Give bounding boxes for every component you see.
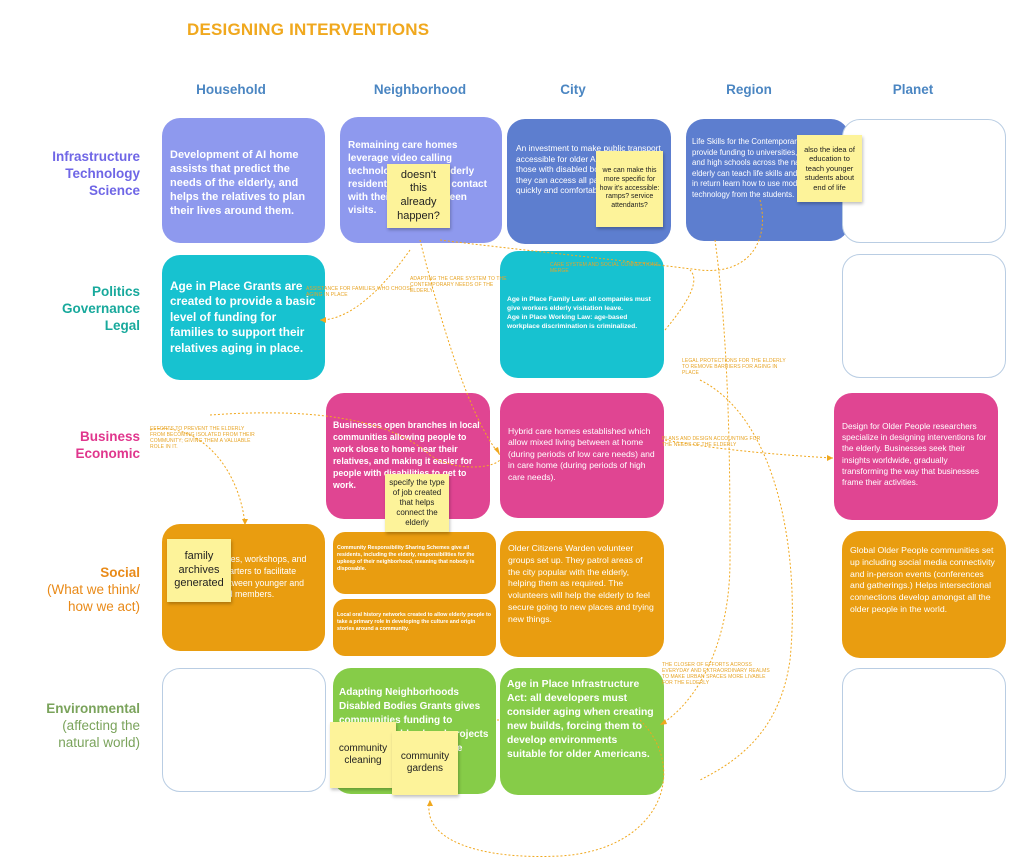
annotation-prevent-isolation: EFFORTS TO PREVENT THE ELDERLY FROM BECO… <box>150 426 255 450</box>
row-header-environmental-subtitle: (affecting the natural world) <box>58 718 140 750</box>
connector-bottom-loop <box>428 719 665 857</box>
annotation-plans-design: PLANS AND DESIGN ACCOUNTING FOR THE NEED… <box>662 436 761 448</box>
column-header-region: Region <box>726 82 772 97</box>
sticky-note-family-archives[interactable]: family archives generated <box>167 539 231 602</box>
card-politics-planet-empty <box>842 254 1006 378</box>
card-social-neighborhood-1[interactable]: Community Responsibility Sharing Schemes… <box>333 532 496 594</box>
card-business-city[interactable]: Hybrid care homes established which allo… <box>500 393 664 518</box>
connector-to-social-household <box>149 428 246 526</box>
card-politics-city[interactable]: Age in Place Family Law: all companies m… <box>500 251 664 378</box>
connector-business-row <box>209 412 501 468</box>
column-header-planet: Planet <box>892 82 934 97</box>
row-header-environmental: Environmental (affecting the natural wor… <box>0 700 140 751</box>
annotation-legal-protections: LEGAL PROTECTIONS FOR THE ELDERLY TO REM… <box>682 358 786 376</box>
row-header-social-subtitle: (What we think/ how we act) <box>46 582 140 614</box>
connector-business-city-to-planet <box>664 439 834 459</box>
connector-infra-to-politics-household <box>319 249 411 321</box>
row-header-business: Business Economic <box>75 429 140 461</box>
card-social-planet[interactable]: Global Older People communities set up i… <box>842 531 1006 658</box>
column-header-neighborhood: Neighborhood <box>373 82 467 97</box>
card-social-neighborhood-2[interactable]: Local oral history networks created to a… <box>333 599 496 656</box>
annotation-adapting-care-system: ADAPTING THE CARE SYSTEM TO THE CONTEMPO… <box>410 276 507 294</box>
card-business-planet[interactable]: Design for Older People researchers spec… <box>834 393 998 520</box>
annotation-assistance-families: ASSISTANCE FOR FAMILIES WHO CHOOSE AGING… <box>306 286 414 298</box>
column-header-city: City <box>560 82 586 97</box>
annotation-care-social-merge: CARE SYSTEM AND SOCIAL CONNECTIONS MERGE <box>550 262 659 274</box>
column-header-household: Household <box>196 82 266 97</box>
connector-politics-city-right <box>664 269 695 331</box>
card-politics-household[interactable]: Age in Place Grants are created to provi… <box>162 255 325 380</box>
card-infra-household[interactable]: Development of AI home assists that pred… <box>162 118 325 243</box>
card-env-planet-empty <box>842 668 1006 792</box>
sticky-note-community-gardens[interactable]: community gardens <box>392 731 458 795</box>
connector-region-down <box>659 239 731 726</box>
row-header-politics: Politics Governance Legal <box>61 284 140 333</box>
row-header-environmental-title: Environmental <box>46 701 140 716</box>
row-header-infrastructure: Infrastructure Technology Science <box>52 149 140 198</box>
card-env-household-empty <box>162 668 326 792</box>
annotation-everyday-extraordinary: THE CLOSER OF EFFORTS ACROSS EVERYDAY AN… <box>662 662 770 686</box>
sticky-note-education[interactable]: also the idea of education to teach youn… <box>797 135 862 202</box>
card-social-city[interactable]: Older Citizens Warden volunteer groups s… <box>500 531 664 657</box>
connector-neighborhood-to-region <box>439 199 763 271</box>
connector-neighborhood-to-city-business <box>419 239 501 456</box>
card-env-city[interactable]: Age in Place Infrastructure Act: all dev… <box>500 668 664 795</box>
card-infra-city[interactable]: An investment to make public transport a… <box>507 119 671 244</box>
sticky-note-already-happen[interactable]: doesn't this already happen? <box>387 164 450 228</box>
row-header-social: Social (What we think/ how we act) <box>0 564 140 615</box>
sticky-note-accessible[interactable]: we can make this more specific for how i… <box>596 151 663 227</box>
page-title: DESIGNING INTERVENTIONS <box>187 20 430 39</box>
connector-right-loop <box>699 379 793 781</box>
connector-arrowheads <box>242 317 833 806</box>
sticky-note-specify-job[interactable]: specify the type of job created that hel… <box>385 474 449 532</box>
card-business-neighborhood[interactable]: Businesses open branches in local commun… <box>326 393 490 519</box>
row-header-social-title: Social <box>100 565 140 580</box>
card-infra-planet-empty <box>842 119 1006 243</box>
sticky-note-community-cleaning[interactable]: community cleaning <box>330 722 396 788</box>
